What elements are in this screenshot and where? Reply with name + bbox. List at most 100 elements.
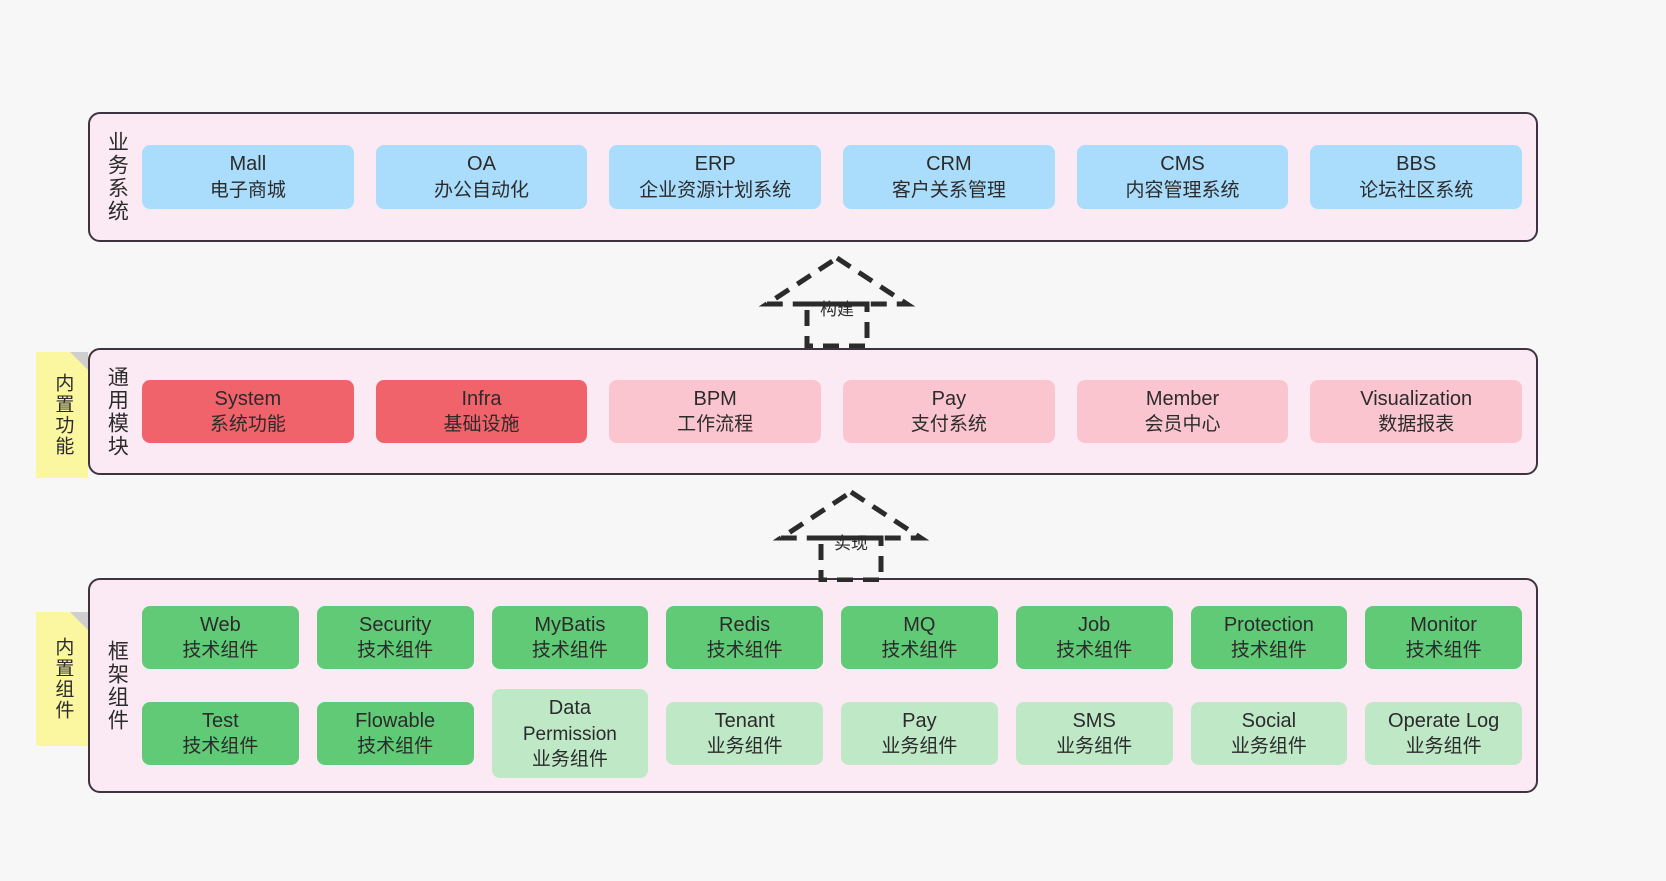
card-row: System 系统功能 Infra 基础设施 BPM 工作流程 Pay 支付系统…	[142, 350, 1523, 473]
connector-build: 构建	[752, 252, 922, 348]
card-title: CMS	[1160, 153, 1205, 176]
card-operate-log[interactable]: Operate Log 业务组件	[1365, 701, 1522, 766]
note-label: 内置组件	[52, 637, 74, 721]
card-title: Security	[359, 613, 432, 636]
note-fold-corner-icon	[70, 612, 88, 630]
generalization-arrowhead-icon	[772, 489, 930, 541]
card-subtitle: 技术组件	[182, 640, 259, 662]
card-pay-component[interactable]: Pay 业务组件	[841, 701, 998, 766]
card-subtitle: 技术组件	[1056, 640, 1133, 662]
card-system[interactable]: System 系统功能	[142, 379, 354, 444]
card-mall[interactable]: Mall 电子商城	[142, 145, 354, 209]
layer-body-common: System 系统功能 Infra 基础设施 BPM 工作流程 Pay 支付系统…	[142, 350, 1536, 473]
card-flowable[interactable]: Flowable 技术组件	[316, 701, 474, 766]
card-subtitle: 技术组件	[881, 640, 958, 662]
card-security[interactable]: Security 技术组件	[316, 605, 474, 670]
card-subtitle: 系统功能	[209, 414, 286, 436]
card-title: Flowable	[355, 709, 436, 732]
card-mq[interactable]: MQ 技术组件	[841, 605, 998, 670]
card-erp[interactable]: ERP 企业资源计划系统	[609, 145, 822, 209]
card-title: Job	[1078, 613, 1111, 636]
connector-implement: 实现	[766, 486, 936, 582]
sticky-note-builtin-function: 内置功能	[36, 352, 88, 478]
card-title: Tenant	[714, 709, 775, 732]
card-sms[interactable]: SMS 业务组件	[1015, 701, 1173, 766]
card-subtitle: 业务组件	[1230, 736, 1307, 758]
card-row: Test 技术组件 Flowable 技术组件 Data Permission …	[142, 689, 1522, 778]
card-title: Social	[1241, 709, 1297, 732]
card-data-permission[interactable]: Data Permission 业务组件	[491, 689, 649, 778]
card-subtitle: 企业资源计划系统	[639, 179, 792, 201]
card-subtitle: 支付系统	[910, 414, 987, 436]
card-web[interactable]: Web 技术组件	[142, 605, 299, 670]
card-title: BPM	[693, 387, 737, 410]
card-redis[interactable]: Redis 技术组件	[666, 605, 823, 670]
card-title: Protection	[1223, 613, 1314, 636]
connector-stem-icon	[804, 301, 870, 348]
card-subtitle: 业务组件	[1056, 736, 1133, 758]
card-subtitle: 业务组件	[706, 736, 783, 758]
connector-stem-icon	[818, 535, 884, 582]
card-subtitle: 办公自动化	[434, 179, 530, 201]
card-protection[interactable]: Protection 技术组件	[1190, 605, 1348, 670]
card-title: MyBatis	[534, 613, 606, 636]
card-member[interactable]: Member 会员中心	[1076, 379, 1289, 444]
card-bpm[interactable]: BPM 工作流程	[609, 379, 822, 444]
card-title: Mall	[229, 153, 267, 176]
card-title: Member	[1145, 387, 1220, 410]
card-job[interactable]: Job 技术组件	[1015, 605, 1173, 670]
layer-body-frame: Web 技术组件 Security 技术组件 MyBatis 技术组件 Redi…	[142, 580, 1536, 791]
card-test[interactable]: Test 技术组件	[142, 701, 299, 766]
card-social[interactable]: Social 业务组件	[1190, 701, 1348, 766]
card-bbs[interactable]: BBS 论坛社区系统	[1310, 145, 1523, 209]
card-subtitle: 基础设施	[443, 414, 520, 436]
layer-label-frame: 框架组件	[105, 639, 129, 732]
card-title: SMS	[1072, 709, 1116, 732]
card-subtitle: 技术组件	[706, 640, 783, 662]
note-fold-corner-icon	[70, 352, 88, 370]
card-subtitle: 数据报表	[1378, 414, 1455, 436]
card-subtitle: 客户关系管理	[891, 179, 1006, 201]
card-title-line2: Permission	[522, 723, 617, 745]
card-title: Visualization	[1360, 387, 1473, 410]
card-subtitle: 技术组件	[1405, 640, 1482, 662]
card-pay[interactable]: Pay 支付系统	[843, 379, 1055, 444]
card-tenant[interactable]: Tenant 业务组件	[666, 701, 823, 766]
card-row: Mall 电子商城 OA 办公自动化 ERP 企业资源计划系统 CRM 客户关系…	[142, 114, 1523, 240]
layer-label-business: 业务系统	[105, 131, 129, 223]
card-visualization[interactable]: Visualization 数据报表	[1310, 379, 1523, 444]
card-monitor[interactable]: Monitor 技术组件	[1365, 605, 1522, 670]
layer-common-modules: 通用模块 System 系统功能 Infra 基础设施 BPM 工作流程 Pay…	[88, 348, 1538, 475]
sticky-note-builtin-component: 内置组件	[36, 612, 88, 746]
card-title: Test	[202, 709, 239, 732]
card-subtitle: 业务组件	[531, 748, 608, 770]
card-title: Data	[548, 697, 591, 720]
card-cms[interactable]: CMS 内容管理系统	[1076, 145, 1289, 209]
card-title: Infra	[461, 387, 502, 410]
layer-business-systems: 业务系统 Mall 电子商城 OA 办公自动化 ERP 企业资源计划系统 CRM…	[88, 112, 1538, 242]
card-subtitle: 技术组件	[531, 640, 608, 662]
card-title: Monitor	[1410, 613, 1477, 636]
card-crm[interactable]: CRM 客户关系管理	[843, 145, 1055, 209]
card-subtitle: 业务组件	[881, 736, 958, 758]
card-subtitle: 论坛社区系统	[1359, 179, 1474, 201]
card-mybatis[interactable]: MyBatis 技术组件	[491, 605, 649, 670]
generalization-arrowhead-icon	[758, 255, 916, 307]
note-label: 内置功能	[52, 373, 74, 457]
card-subtitle: 内容管理系统	[1125, 179, 1240, 201]
card-subtitle: 技术组件	[182, 736, 259, 758]
card-title: BBS	[1396, 153, 1437, 176]
card-title: Pay	[931, 387, 967, 410]
card-subtitle: 电子商城	[209, 179, 286, 201]
card-subtitle: 业务组件	[1405, 736, 1482, 758]
card-title: Redis	[719, 613, 771, 636]
layer-label-common: 通用模块	[105, 365, 129, 458]
card-title: Web	[199, 613, 241, 636]
card-subtitle: 技术组件	[357, 736, 434, 758]
card-infra[interactable]: Infra 基础设施	[375, 379, 588, 444]
card-title: MQ	[903, 613, 936, 636]
card-subtitle: 工作流程	[677, 414, 754, 436]
card-subtitle: 会员中心	[1144, 414, 1221, 436]
card-oa[interactable]: OA 办公自动化	[375, 145, 588, 209]
